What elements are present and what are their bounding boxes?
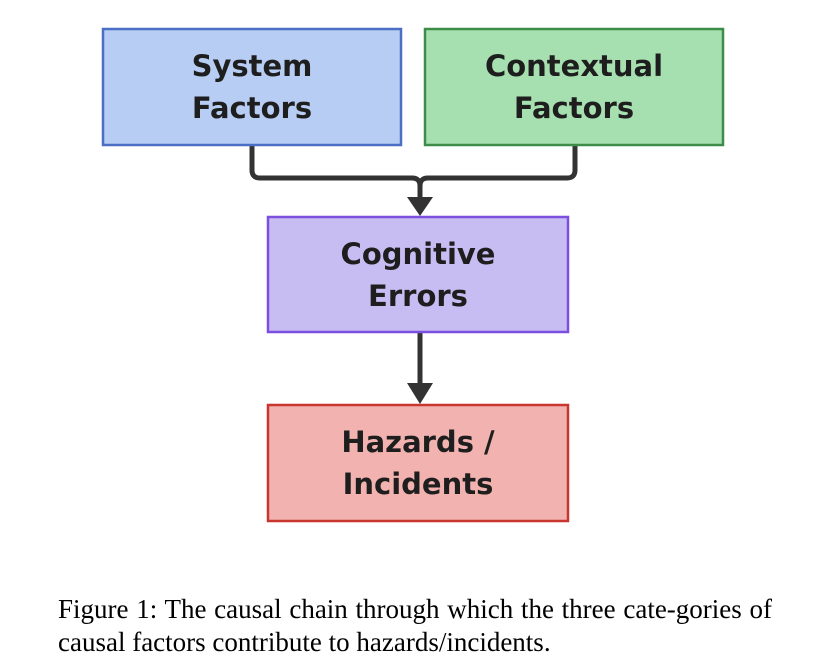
node-system-factors-label-line1: System xyxy=(192,49,313,83)
node-hazards-incidents-label-line2: Incidents xyxy=(343,467,494,501)
connector-contextual-to-cognitive xyxy=(417,145,578,187)
arrowhead-into-cognitive xyxy=(407,197,433,216)
node-cognitive-errors-box xyxy=(268,217,568,332)
node-cognitive-errors-border xyxy=(266,215,570,334)
node-hazards-incidents: Hazards / Incidents xyxy=(266,403,570,523)
node-system-factors-label-line2: Factors xyxy=(192,91,312,125)
node-contextual-factors: Contextual Factors xyxy=(423,27,725,147)
connector-system-to-cognitive xyxy=(249,145,423,204)
node-system-factors-box xyxy=(103,29,401,145)
node-hazards-incidents-box xyxy=(268,405,568,521)
node-contextual-factors-label-line1: Contextual xyxy=(485,49,663,83)
node-contextual-factors-box xyxy=(425,29,723,145)
node-cognitive-errors: Cognitive Errors xyxy=(266,215,570,334)
figure-caption: Figure 1: The causal chain through which… xyxy=(58,594,772,657)
node-system-factors-border xyxy=(101,27,403,147)
causal-chain-diagram: System Factors Contextual Factors Cognit… xyxy=(101,27,725,523)
node-cognitive-errors-label-line1: Cognitive xyxy=(341,237,496,271)
node-contextual-factors-border xyxy=(423,27,725,147)
node-system-factors: System Factors xyxy=(101,27,403,147)
arrowhead-into-hazards xyxy=(407,383,433,404)
node-contextual-factors-label-line2: Factors xyxy=(514,91,634,125)
node-cognitive-errors-label-line2: Errors xyxy=(368,279,468,313)
node-hazards-incidents-border xyxy=(266,403,570,523)
node-hazards-incidents-label-line1: Hazards / xyxy=(341,425,495,459)
